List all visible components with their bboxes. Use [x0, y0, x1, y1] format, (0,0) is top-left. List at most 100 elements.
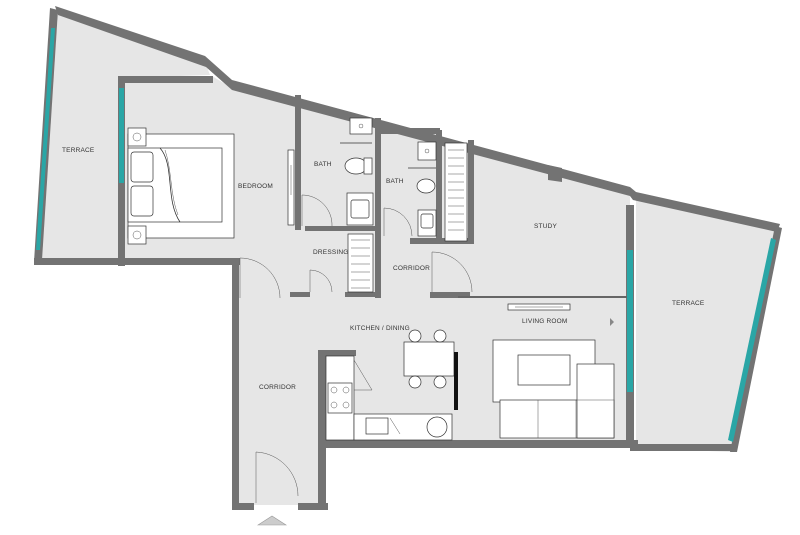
entrance-arrow-icon: [256, 515, 288, 526]
label-bath-2: BATH: [386, 178, 404, 185]
bath1-basin: [350, 199, 370, 219]
bath2-toilet: [416, 178, 436, 194]
wall-stub: [232, 288, 239, 302]
study-west-wall: [468, 140, 474, 244]
south-wall-right: [298, 503, 328, 510]
bath2-fixtures: [408, 141, 437, 237]
corridor-west-wall-2: [232, 298, 239, 510]
corridor-door-swing: [431, 251, 473, 293]
kitchen-north-wall: [318, 350, 356, 356]
elevation-marker-icon: [610, 318, 614, 326]
label-corridor-upper: CORRIDOR: [393, 265, 430, 272]
label-bedroom: BEDROOM: [238, 183, 273, 190]
dressing-closet: [347, 233, 374, 293]
bath1-west-wall: [295, 95, 301, 230]
bath1-toilet-tank: [363, 157, 373, 175]
kitchen-south-wall: [318, 440, 638, 448]
burner-4: [342, 401, 350, 409]
kitchen-sink-line: [389, 417, 401, 435]
corridor-east-wall: [318, 352, 326, 510]
label-dressing: DRESSING: [313, 249, 349, 256]
dressing-hangers: [351, 239, 370, 289]
bath2-sink-drain: [424, 148, 430, 154]
tv-wall-panel: [454, 352, 458, 410]
bath1-east-wall: [375, 118, 381, 298]
bath2-north-wall: [380, 128, 440, 134]
doors: [239, 194, 473, 503]
lamp-top-icon: [132, 132, 142, 142]
chair-2: [433, 329, 447, 343]
living-north-divider: [458, 296, 628, 298]
bedroom-door-swing: [239, 257, 281, 299]
corridor-upper-south-wall: [430, 292, 470, 298]
cooktop: [327, 382, 353, 414]
bedroom-south-wall: [118, 258, 240, 265]
south-wall-left: [232, 503, 254, 510]
kitchen-sink: [365, 417, 389, 435]
north-wall: [55, 6, 780, 232]
bath2-basin: [420, 213, 434, 229]
burner-1: [330, 386, 338, 394]
bath1-sink-drain: [358, 123, 364, 129]
study-notch: [548, 165, 562, 182]
bedroom-north-wall: [118, 76, 213, 83]
blanket-fold-2: [164, 149, 179, 216]
chair-4: [433, 375, 447, 389]
lamp-bottom-icon: [132, 230, 142, 240]
bath2-door-swing: [383, 207, 413, 237]
terrace-right-glazing: [728, 238, 776, 442]
windows: [36, 28, 776, 442]
label-bath-1: BATH: [314, 161, 332, 168]
terrace-left-floor: [40, 12, 210, 262]
bath2-south-wall: [410, 238, 470, 244]
study-closet: [444, 142, 468, 242]
living-window: [627, 250, 633, 392]
burner-3: [330, 401, 338, 409]
label-living-room: LIVING ROOM: [522, 318, 568, 325]
label-corridor-lower: CORRIDOR: [259, 384, 296, 391]
bedroom-window: [119, 88, 124, 183]
nightstand-top: [127, 127, 147, 147]
bath1-sink: [349, 117, 373, 135]
bath1-door-swing: [301, 194, 333, 227]
kitchen-furniture: [325, 355, 453, 441]
corridor-upper-south-wall-2: [290, 292, 310, 297]
study-closet-hangers: [448, 149, 464, 231]
pillow-bottom: [130, 185, 154, 217]
bedroom-furniture: [127, 127, 295, 245]
label-terrace-right: TERRACE: [672, 300, 705, 307]
living-furniture: [492, 303, 615, 439]
dining-furniture: [403, 329, 458, 410]
terrace-left-glazing: [36, 28, 55, 250]
pillow-top: [130, 151, 154, 183]
room-labels: TERRACE BEDROOM BATH BATH STUDY DRESSING…: [62, 147, 705, 391]
bath2-east-wall: [436, 130, 442, 240]
coffee-table: [517, 354, 571, 386]
burner-2: [342, 386, 350, 394]
terrace-left-bottom-wall: [34, 258, 124, 265]
label-study: STUDY: [534, 223, 557, 230]
sofa-chaise: [576, 363, 615, 439]
dressing-door-swing: [309, 269, 333, 293]
dressing-furniture: [347, 233, 374, 293]
chair-3: [408, 375, 422, 389]
bath1-fixtures: [340, 117, 374, 226]
washing-machine: [426, 416, 448, 438]
blanket-fold: [159, 147, 181, 223]
entrance-door-swing: [255, 451, 299, 503]
dressing-south-wall: [345, 292, 380, 297]
bath1-south-wall: [305, 226, 377, 231]
label-terrace-left: TERRACE: [62, 147, 95, 154]
chair-1: [408, 329, 422, 343]
terrace-right-bottom-wall: [630, 444, 732, 451]
corridor-west-wall: [232, 258, 239, 298]
nightstand-bottom: [127, 225, 147, 245]
dining-table: [403, 341, 455, 377]
fridge-door: [353, 359, 373, 391]
terrace-right-outer-wall: [730, 226, 782, 452]
study-closet-body: [444, 142, 468, 242]
markers: [256, 318, 614, 526]
label-kitchen-dining: KITCHEN / DINING: [350, 325, 410, 332]
bath2-sink: [417, 141, 437, 161]
